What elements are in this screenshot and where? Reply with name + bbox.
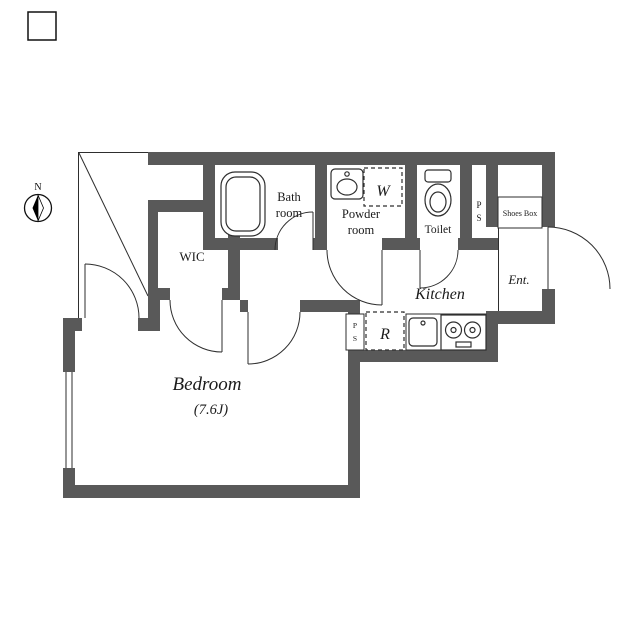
wall-segment — [148, 200, 158, 300]
washer-space-icon — [363, 167, 403, 207]
wall-segment — [203, 238, 278, 250]
pipe-space-upper-label-p: P — [476, 200, 481, 210]
toilet-icon — [424, 169, 452, 217]
wic-door-arc — [169, 299, 223, 353]
bedroom-size-label: (7.6J) — [194, 402, 228, 418]
bathtub-icon — [220, 171, 266, 237]
shoes-box — [497, 196, 543, 229]
kitchen-label: Kitchen — [414, 286, 465, 303]
compass-icon: N — [23, 182, 53, 223]
wall-segment — [486, 165, 498, 227]
stove-icon — [440, 314, 487, 351]
bedroom-label: Bedroom — [173, 374, 242, 395]
bath-room-label-line2: room — [276, 206, 303, 220]
wall-segment — [138, 318, 160, 331]
powder-room-label-line2: room — [348, 223, 375, 237]
doors — [84, 211, 611, 365]
diagonal-boundary — [78, 152, 149, 297]
compass-needle-light — [37, 194, 44, 222]
kitchen-sink-icon — [408, 317, 438, 347]
wall-segment — [203, 165, 215, 250]
wall-segment — [313, 238, 327, 250]
pipe-space-upper-label-s: S — [476, 213, 481, 223]
wall-segment — [63, 485, 360, 498]
shoes-box-label: Shoes Box — [503, 209, 537, 218]
wall-segment — [300, 300, 360, 312]
wall-segment — [486, 311, 498, 362]
fridge-label: R — [379, 326, 390, 343]
compass-circle — [23, 193, 53, 223]
bath-door-arc — [274, 211, 314, 251]
wall-segment — [382, 238, 415, 250]
room-labels: Bath room Powder room W Toilet P S Shoes… — [173, 183, 538, 418]
washer-label: W — [376, 183, 391, 200]
thin-outlines — [78, 152, 499, 318]
compass-north-label: N — [34, 182, 41, 193]
wall-segment — [486, 311, 555, 324]
wall-segment — [240, 300, 248, 312]
wall-segment — [148, 200, 215, 212]
toilet-door-arc — [419, 249, 459, 289]
corner-marker — [27, 11, 57, 41]
entrance-door-arc — [547, 226, 611, 290]
bedroom-door-arc — [247, 311, 301, 365]
wall-segment — [405, 165, 417, 238]
fixtures — [220, 167, 543, 351]
compass-needle-dark — [32, 195, 38, 221]
wic-label: WIC — [179, 249, 204, 264]
bedroom-window — [63, 372, 75, 468]
wall-segment — [542, 165, 555, 227]
wall-segment — [460, 165, 472, 250]
pipe-space-lower-box — [345, 313, 365, 351]
powder-room-door-arc — [326, 249, 383, 306]
sink-icon — [330, 168, 364, 200]
wall-segment — [148, 152, 555, 165]
toilet-label: Toilet — [425, 224, 452, 236]
entrance-label: Ent. — [507, 272, 529, 287]
pipe-space-lower-label-s: S — [353, 334, 357, 343]
powder-room-label-line1: Powder — [342, 207, 381, 221]
bath-room-label-line1: Bath — [277, 190, 301, 204]
wall-segment — [415, 238, 420, 250]
wall-segment — [315, 165, 327, 238]
balcony-door-arc — [84, 263, 140, 319]
pipe-space-lower-label-p: P — [353, 321, 357, 330]
fridge-space-icon — [365, 311, 405, 351]
window-gap — [63, 372, 75, 468]
wall-segment — [348, 350, 498, 362]
